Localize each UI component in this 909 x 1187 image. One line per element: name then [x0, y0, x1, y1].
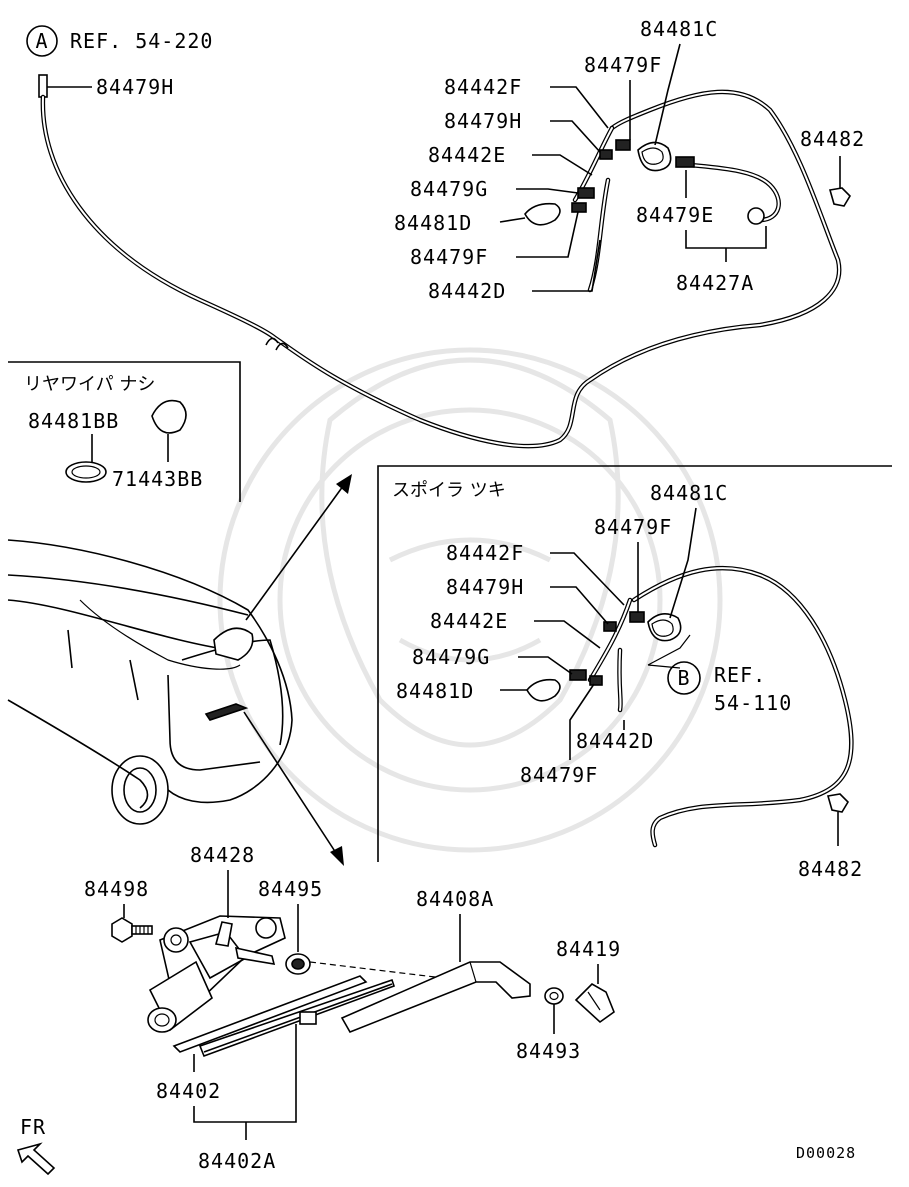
ref-a-marker[interactable]: A — [26, 25, 58, 57]
wiper-blade-84402 — [172, 975, 396, 1058]
watermark-emblem — [217, 347, 723, 853]
ref-b-text-line1[interactable]: REF. — [714, 663, 766, 687]
cap-71443BB — [151, 399, 187, 434]
label-84481C-top[interactable]: 84481C — [640, 17, 718, 41]
no-wiper-title: リヤワイパ ナシ — [24, 374, 155, 395]
label-84479E-top[interactable]: 84479E — [636, 203, 714, 227]
wiper-arm-84408A — [340, 961, 531, 1033]
label-84482-top[interactable]: 84482 — [800, 127, 865, 151]
label-84479H-spoiler[interactable]: 84479H — [446, 575, 524, 599]
label-84493[interactable]: 84493 — [516, 1039, 581, 1063]
label-84428[interactable]: 84428 — [190, 843, 255, 867]
label-71443BB[interactable]: 71443BB — [112, 467, 203, 491]
spoiler-hose-cluster — [526, 565, 854, 848]
label-84479F-spoiler-a[interactable]: 84479F — [594, 515, 672, 539]
label-84481BB[interactable]: 84481BB — [28, 409, 119, 433]
label-84479G-top[interactable]: 84479G — [410, 177, 488, 201]
label-84402[interactable]: 84402 — [156, 1079, 221, 1103]
wiper-motor-84428 — [147, 915, 286, 1033]
label-84498[interactable]: 84498 — [84, 877, 149, 901]
label-84495[interactable]: 84495 — [258, 877, 323, 901]
label-84442F-spoiler[interactable]: 84442F — [446, 541, 524, 565]
washer-84493 — [544, 987, 564, 1005]
bolt-84498 — [111, 917, 153, 943]
nozzle-84481D-spoiler — [526, 678, 561, 702]
svg-text:B: B — [677, 666, 690, 690]
diagram-code: D00028 — [796, 1144, 856, 1162]
svg-text:A: A — [35, 29, 48, 53]
front-arrow-icon — [16, 1142, 56, 1176]
label-84442F-top[interactable]: 84442F — [444, 75, 522, 99]
clip-84482-spoiler — [826, 793, 850, 813]
label-84442D-top[interactable]: 84442D — [428, 279, 506, 303]
label-84402A[interactable]: 84402A — [198, 1149, 276, 1173]
vehicle-rear-view — [7, 539, 293, 825]
label-84479H-top[interactable]: 84479H — [96, 75, 174, 99]
top-nozzle-cluster — [524, 125, 852, 293]
label-84479F-top-a[interactable]: 84479F — [584, 53, 662, 77]
nut-84495 — [285, 953, 311, 975]
label-84481D-spoiler[interactable]: 84481D — [396, 679, 474, 703]
label-84481C-spoiler[interactable]: 84481C — [650, 481, 728, 505]
fr-label: FR — [20, 1115, 46, 1139]
label-84408A[interactable]: 84408A — [416, 887, 494, 911]
label-84482-spoiler[interactable]: 84482 — [798, 857, 863, 881]
spoiler-box — [377, 465, 892, 862]
nozzle-84481D-top — [524, 202, 561, 226]
label-84479F-spoiler-b[interactable]: 84479F — [520, 763, 598, 787]
joint-84479F-top — [615, 139, 631, 151]
clip-84482-top — [828, 187, 852, 207]
spoiler-title: スポイラ ツキ — [392, 480, 506, 501]
arrow-to-top-detail — [245, 474, 352, 621]
label-84479F-top-b[interactable]: 84479F — [410, 245, 488, 269]
label-84442E-spoiler[interactable]: 84442E — [430, 609, 508, 633]
label-84427A-top[interactable]: 84427A — [676, 271, 754, 295]
ref-b-marker[interactable]: B — [667, 661, 701, 695]
no-wiper-box — [8, 361, 241, 502]
cap-84419 — [574, 983, 615, 1024]
arrow-to-wiper-detail — [243, 711, 344, 866]
label-84481D-top[interactable]: 84481D — [394, 211, 472, 235]
label-84479H-top-b[interactable]: 84479H — [444, 109, 522, 133]
grommet-84481BB — [65, 461, 107, 483]
label-84419[interactable]: 84419 — [556, 937, 621, 961]
label-84442E-top[interactable]: 84442E — [428, 143, 506, 167]
ref-b-text-line2[interactable]: 54-110 — [714, 691, 792, 715]
label-84479G-spoiler[interactable]: 84479G — [412, 645, 490, 669]
long-washer-hose — [38, 74, 842, 449]
ref-a-text[interactable]: REF. 54-220 — [70, 29, 213, 53]
label-84442D-spoiler[interactable]: 84442D — [576, 729, 654, 753]
